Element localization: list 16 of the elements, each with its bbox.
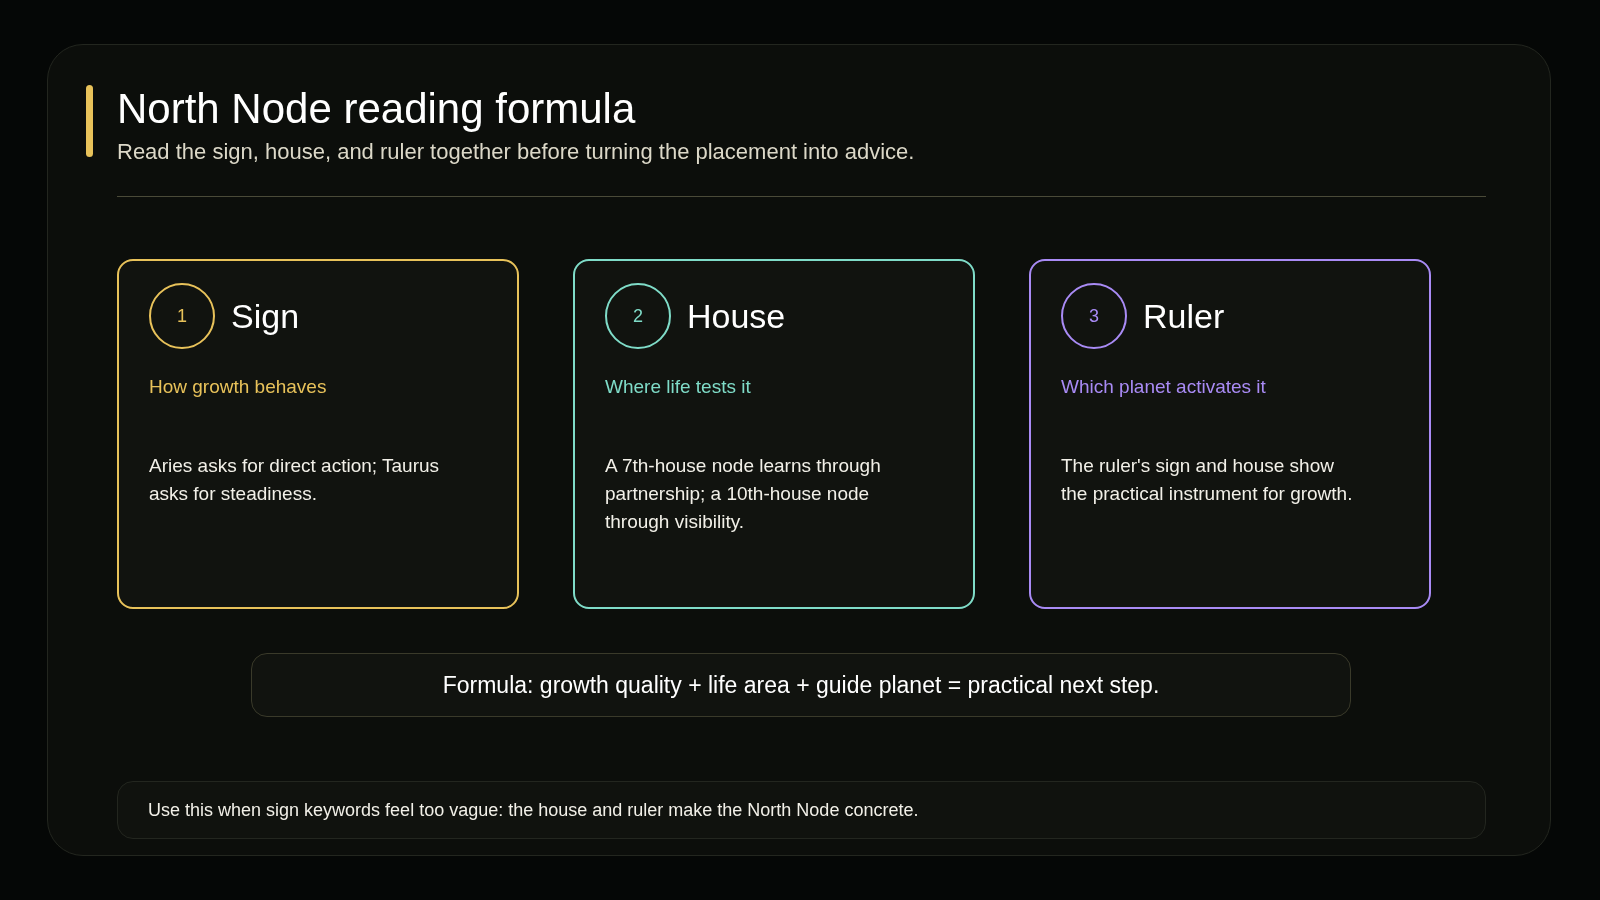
card-heading: Ruler — [1143, 295, 1225, 337]
card-subtitle: How growth behaves — [149, 375, 328, 399]
subtitle: Read the sign, house, and ruler together before turning the placement into advice. — [117, 138, 915, 166]
card-body: Aries asks for direct action; Taurus asks for steadiness. — [149, 453, 441, 506]
card-body: A 7th-house node learns through partnership; a 10th-house node through visibility. — [605, 453, 882, 534]
step-card — [573, 259, 975, 609]
card-body: The ruler's sign and house show the practical instrument for growth. — [1061, 453, 1354, 506]
card-heading: House — [687, 295, 786, 337]
card-subtitle: Where life tests it — [605, 375, 752, 399]
title: North Node reading formula — [117, 84, 636, 134]
card-heading: Sign — [231, 295, 300, 337]
step-card — [1029, 259, 1431, 609]
note-box: Use this when sign keywords feel too vague: the house and ruler make the North Node concrete. — [117, 781, 1486, 839]
card-subtitle: Which planet activates it — [1061, 375, 1267, 399]
formula-box: Formula: growth quality + life area + guide planet = practical next step. — [251, 653, 1351, 717]
step-card — [117, 259, 519, 609]
